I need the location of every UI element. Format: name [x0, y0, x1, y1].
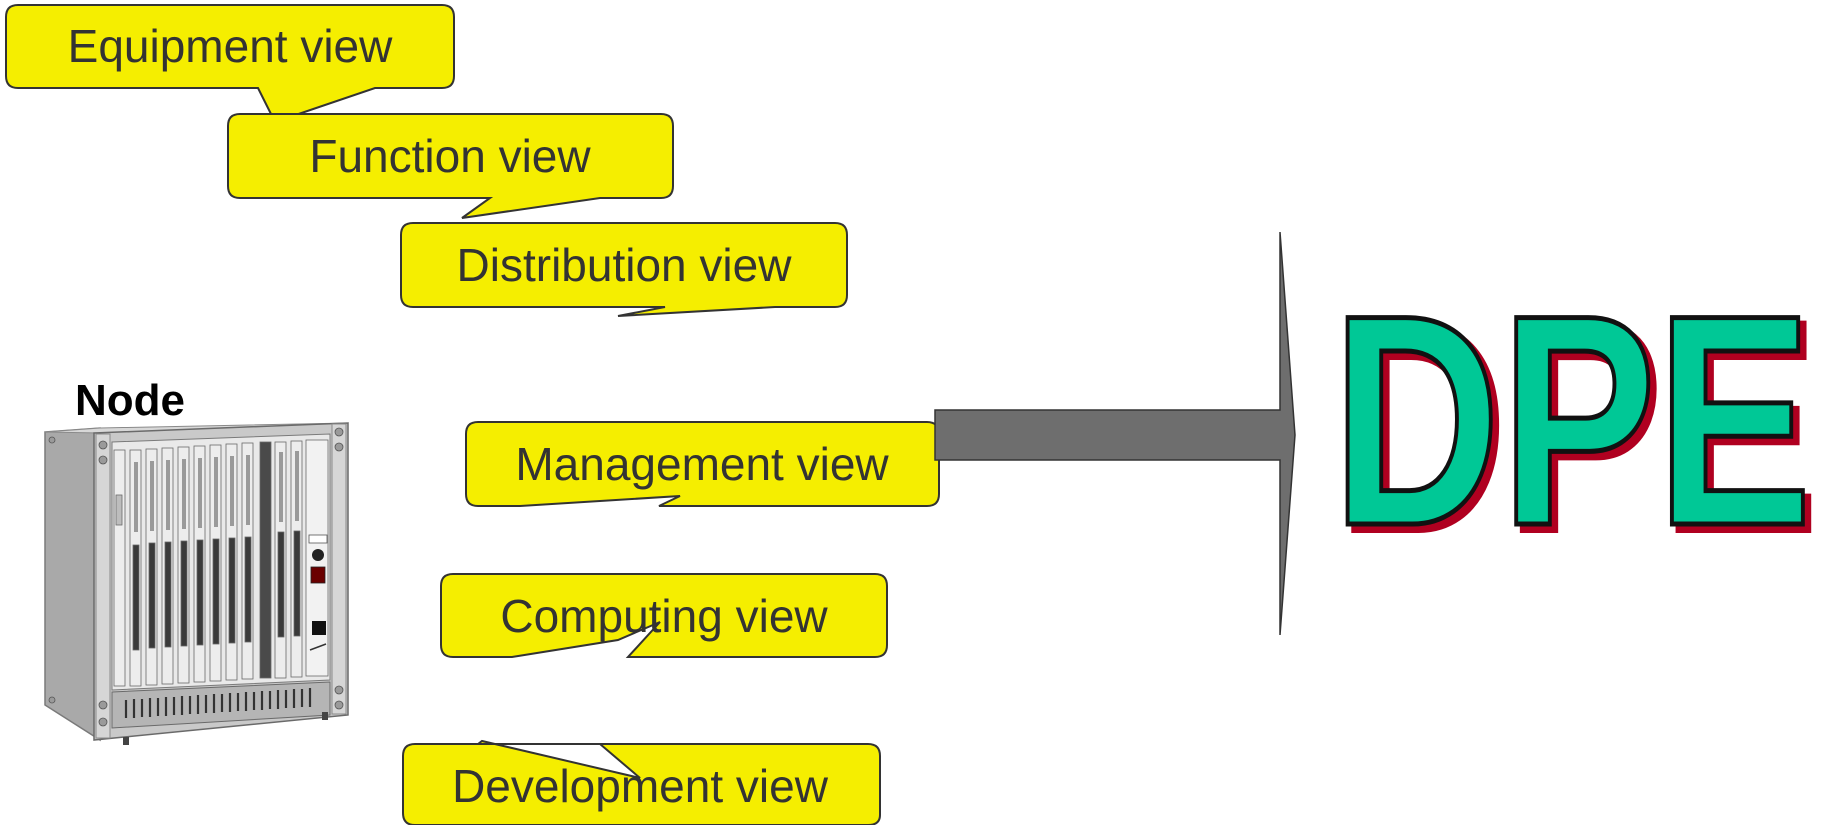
callout-distribution-view-label: Distribution view	[457, 239, 793, 291]
callout-management-view: Management view	[465, 421, 940, 507]
callout-function-view: Function view	[227, 113, 674, 219]
callout-management-view-label: Management view	[515, 438, 889, 490]
dpe-title: DPE DPE	[1330, 250, 1822, 598]
callout-development-view: Development view	[402, 739, 881, 825]
dpe-title-shadow: DPE	[1338, 258, 1818, 594]
callout-equipment-view-label: Equipment view	[68, 20, 393, 72]
right-arrow-icon	[934, 231, 1296, 636]
callout-distribution-view: Distribution view	[400, 222, 848, 317]
callout-computing-view: Computing view	[440, 573, 888, 658]
callout-equipment-view: Equipment view	[5, 4, 455, 124]
equipment-rack-icon	[44, 422, 349, 745]
dpe-title-text: DPE	[1332, 252, 1812, 588]
callout-computing-view-label: Computing view	[500, 590, 828, 642]
node-label: Node	[75, 376, 185, 425]
callout-function-view-label: Function view	[309, 130, 591, 182]
callout-development-view-label: Development view	[452, 760, 829, 812]
